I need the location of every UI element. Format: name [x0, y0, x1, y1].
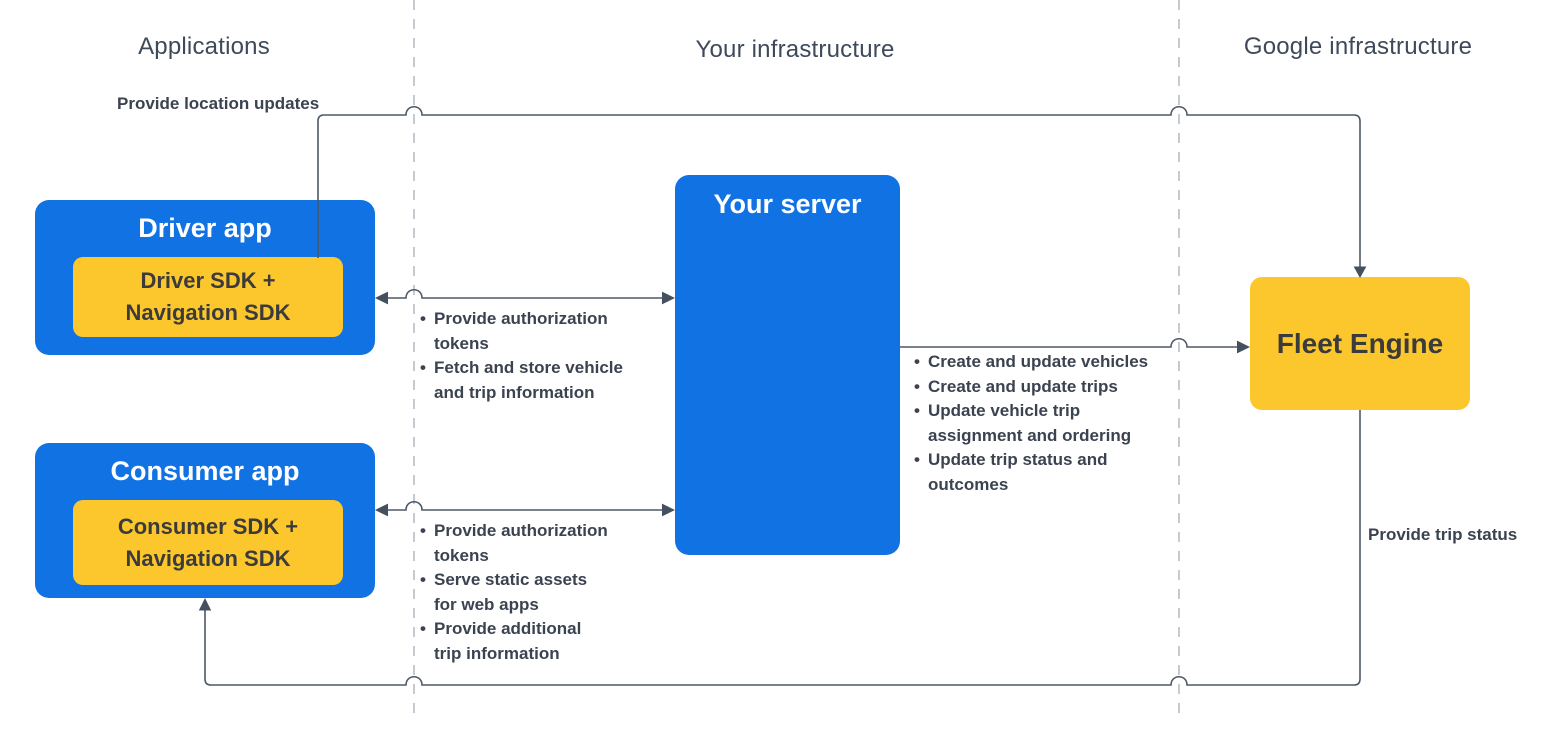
column-heading-applications: Applications: [138, 33, 270, 60]
bullet-text: Create and update trips: [928, 376, 1118, 396]
your-server-node: Your server: [675, 175, 900, 555]
bullet-marker: •: [914, 401, 920, 420]
bullet-text: Provide authorization tokens: [434, 521, 608, 565]
consumer-server-arrowhead-right: [662, 503, 675, 517]
bullet-text: Fetch and store vehicle and trip informa…: [434, 358, 623, 402]
bullet-item: • Provide authorization tokens: [420, 519, 644, 568]
bullet-text: Update trip status and outcomes: [928, 450, 1108, 494]
bullet-item: • Update vehicle trip assignment and ord…: [914, 399, 1178, 448]
driver-server-arrowhead-left: [375, 291, 388, 305]
driver-server-connector: [388, 288, 662, 299]
your-server-title: Your server: [713, 189, 862, 219]
server-fleet-connector: [900, 337, 1237, 348]
server-fleet-bullet-list: • Create and update vehicles • Create an…: [914, 350, 1178, 497]
bullet-text: Provide additional trip information: [434, 619, 582, 663]
bullet-marker: •: [420, 309, 426, 328]
driver-server-arrowhead-right: [662, 291, 675, 305]
bullet-marker: •: [420, 570, 426, 589]
bullet-item: • Provide additional trip information: [420, 617, 644, 666]
fleet-engine-node: Fleet Engine: [1250, 277, 1470, 410]
bullet-item: • Fetch and store vehicle and trip infor…: [420, 356, 644, 405]
bullet-item: • Create and update vehicles: [914, 350, 1178, 375]
bullet-marker: •: [914, 352, 920, 371]
bullet-marker: •: [914, 376, 920, 396]
bullet-text: Serve static assets for web apps: [434, 570, 588, 614]
driver-app-node: Driver app Driver SDK + Navigation SDK: [35, 200, 375, 355]
consumer-sdk-node: Consumer SDK + Navigation SDK: [73, 500, 343, 585]
edge-label-location-updates: Provide location updates: [117, 94, 320, 113]
bullet-text: Provide authorization tokens: [434, 309, 608, 353]
driver-server-bullet-list: • Provide authorization tokens • Fetch a…: [420, 307, 644, 405]
bullet-item: • Provide authorization tokens: [420, 307, 644, 356]
consumer-app-title: Consumer app: [110, 456, 300, 486]
trip-status-arrowhead: [198, 598, 212, 611]
bullet-marker: •: [420, 619, 426, 638]
driver-app-title: Driver app: [138, 213, 272, 243]
column-heading-google-infrastructure: Google infrastructure: [1243, 33, 1473, 60]
bullet-marker: •: [914, 450, 920, 469]
bullet-item: • Update trip status and outcomes: [914, 448, 1178, 497]
bullet-text: Create and update vehicles: [928, 352, 1149, 371]
bullet-marker: •: [420, 358, 426, 377]
edge-label-trip-status: Provide trip status: [1368, 525, 1518, 544]
server-fleet-arrowhead: [1237, 340, 1250, 354]
bullet-item: • Create and update trips: [914, 375, 1178, 400]
consumer-app-node: Consumer app Consumer SDK + Navigation S…: [35, 443, 375, 598]
column-heading-your-infrastructure: Your infrastructure: [695, 36, 895, 63]
bullet-item: • Serve static assets for web apps: [420, 568, 644, 617]
consumer-server-connector: [388, 500, 662, 511]
bullet-marker: •: [420, 521, 426, 540]
consumer-server-bullet-list: • Provide authorization tokens • Serve s…: [420, 519, 644, 666]
consumer-server-arrowhead-left: [375, 503, 388, 517]
bullet-text: Update vehicle trip assignment and order…: [928, 401, 1132, 445]
driver-sdk-node: Driver SDK + Navigation SDK: [73, 257, 343, 337]
